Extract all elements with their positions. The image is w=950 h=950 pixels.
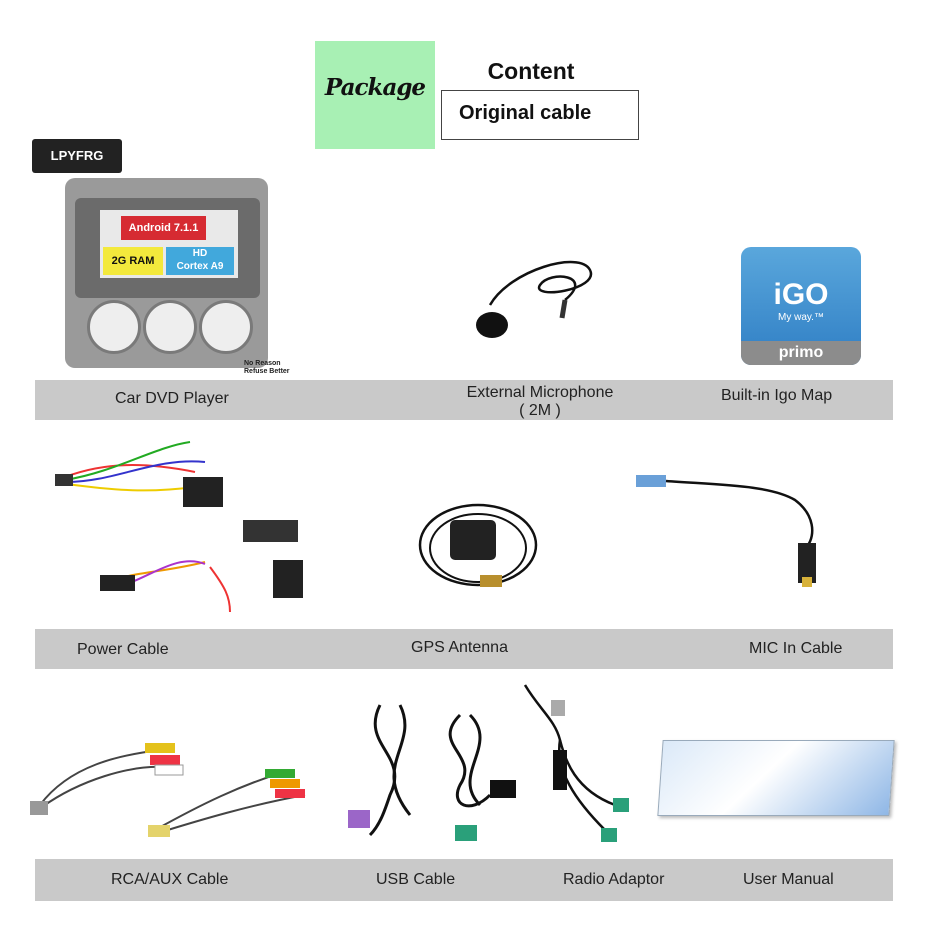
original-cable-box <box>441 90 639 140</box>
cpu-badge-line1: HD <box>192 248 208 259</box>
caption-external-microphone: External Microphone ( 2M ) <box>450 384 630 420</box>
rca-aux-cable-image <box>30 743 306 837</box>
caption-external-microphone-line2: ( 2M ) <box>519 402 561 419</box>
climate-knob-center <box>143 300 197 354</box>
external-microphone-image <box>476 260 593 338</box>
climate-knob-right <box>199 300 253 354</box>
igo-tagline: My way.™ <box>778 312 824 323</box>
caption-band-row3 <box>35 859 893 901</box>
android-version-badge: Android 7.1.1 <box>121 216 206 240</box>
radio-adaptor-image <box>523 684 629 842</box>
mic-in-cable-image <box>636 475 816 587</box>
caption-mic-in-cable: MIC In Cable <box>749 640 843 657</box>
climate-knob-left <box>87 300 141 354</box>
cpu-badge: HD Cortex A9 <box>166 247 234 275</box>
caption-power-cable: Power Cable <box>77 641 169 658</box>
power-cable-image <box>55 441 303 613</box>
usb-cable-image <box>348 704 516 841</box>
cpu-badge-line2: Cortex A9 <box>176 261 224 272</box>
brand-tag: LPYFRG <box>32 139 122 173</box>
package-label: Package <box>324 74 426 101</box>
igo-logo: iGO <box>773 278 829 311</box>
content-title: Content <box>487 58 575 84</box>
caption-rca-aux-cable: RCA/AUX Cable <box>111 871 229 888</box>
gps-antenna-image <box>418 503 538 587</box>
igo-edition-label: primo <box>778 344 824 361</box>
caption-gps-antenna: GPS Antenna <box>411 639 508 656</box>
ram-badge: 2G RAM <box>103 247 163 275</box>
caption-band-row1 <box>35 380 893 420</box>
user-manual-image <box>657 740 895 816</box>
guarantee-note-line2: Refuse Better <box>244 368 290 375</box>
igo-edition-strip <box>741 341 861 365</box>
caption-user-manual: User Manual <box>743 871 834 888</box>
caption-band-row2 <box>35 629 893 669</box>
original-cable-label: Original cable <box>459 102 592 124</box>
caption-external-microphone-line1: External Microphone <box>466 384 614 401</box>
caption-builtin-igo-map: Built-in Igo Map <box>721 387 833 404</box>
caption-radio-adaptor: Radio Adaptor <box>563 871 665 888</box>
caption-usb-cable: USB Cable <box>376 871 456 888</box>
package-badge <box>315 41 435 149</box>
guarantee-note: No Reason Refuse Better <box>244 360 290 376</box>
caption-car-dvd-player: Car DVD Player <box>115 390 229 407</box>
guarantee-note-line1: No Reason <box>244 360 281 367</box>
